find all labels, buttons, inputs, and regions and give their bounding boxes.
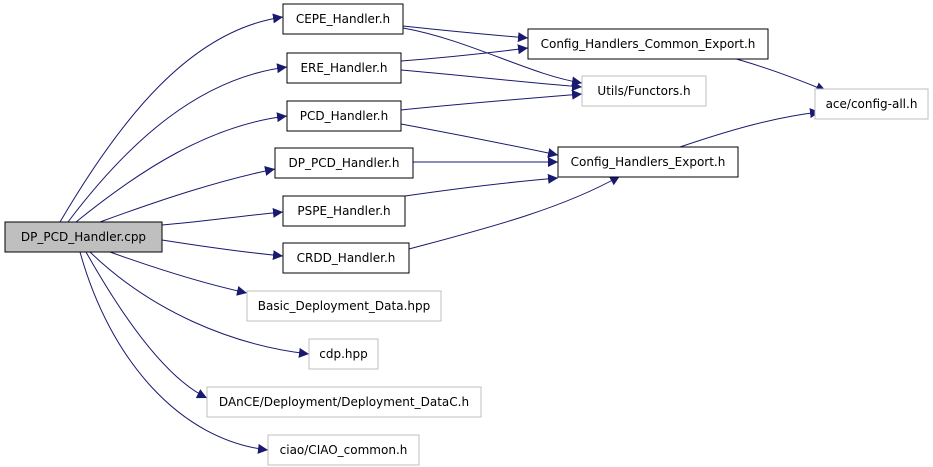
edge-cepe-to-cfgcommon xyxy=(402,25,529,43)
node-ciao-label: ciao/CIAO_common.h xyxy=(280,443,408,457)
node-cfgexport-label: Config_Handlers_Export.h xyxy=(571,155,726,169)
node-config-handlers-export[interactable]: Config_Handlers_Export.h xyxy=(557,146,739,178)
node-pspe[interactable]: PSPE_Handler.h xyxy=(282,195,406,227)
node-ere-label: ERE_Handler.h xyxy=(300,61,387,75)
edge-pspe-to-cfgexport xyxy=(404,173,559,197)
edge-ere-to-cfgcommon xyxy=(400,44,529,62)
node-cdp-label: cdp.hpp xyxy=(319,347,368,361)
node-crdd-label: CRDD_Handler.h xyxy=(297,251,396,265)
edge-cfgexport-to-ace xyxy=(679,108,821,148)
node-crdd[interactable]: CRDD_Handler.h xyxy=(282,242,410,274)
node-basic-label: Basic_Deployment_Data.hpp xyxy=(258,299,430,313)
edge-cepe-to-utils xyxy=(402,27,583,87)
edge-root-to-ere xyxy=(67,63,288,223)
node-ace-config-all[interactable]: ace/config-all.h xyxy=(814,88,929,120)
node-ere[interactable]: ERE_Handler.h xyxy=(286,52,402,84)
node-config-handlers-common-export[interactable]: Config_Handlers_Common_Export.h xyxy=(527,28,769,60)
edge-root-to-cdp xyxy=(89,251,310,358)
node-pcd-label: PCD_Handler.h xyxy=(300,109,388,123)
node-root-label: DP_PCD_Handler.cpp xyxy=(21,230,146,244)
edge-root-to-pspe xyxy=(161,207,284,226)
node-dance-deployment-datac[interactable]: DAnCE/Deployment/Deployment_DataC.h xyxy=(206,386,482,418)
node-cdp[interactable]: cdp.hpp xyxy=(308,338,379,370)
node-ciao-common[interactable]: ciao/CIAO_common.h xyxy=(267,434,420,466)
node-pcd[interactable]: PCD_Handler.h xyxy=(286,100,402,132)
edge-root-to-pcd xyxy=(75,112,288,223)
edge-pcd-to-utils xyxy=(400,89,583,111)
edge-pcd-to-cfgexport xyxy=(400,123,559,158)
node-dppcd[interactable]: DP_PCD_Handler.h xyxy=(274,147,414,179)
node-pspe-label: PSPE_Handler.h xyxy=(297,204,390,218)
edge-root-to-cepe xyxy=(59,13,284,223)
edge-root-to-basic xyxy=(109,251,248,296)
edge-cfgcommon-to-ace xyxy=(721,54,827,92)
node-root[interactable]: DP_PCD_Handler.cpp xyxy=(4,221,163,253)
node-basic-deployment-data[interactable]: Basic_Deployment_Data.hpp xyxy=(246,290,442,322)
node-ace-label: ace/config-all.h xyxy=(826,97,918,111)
edge-root-to-ciao xyxy=(79,251,269,454)
node-dance-label: DAnCE/Deployment/Deployment_DataC.h xyxy=(219,395,469,409)
node-utils-label: Utils/Functors.h xyxy=(597,84,690,98)
edge-ere-to-utils xyxy=(400,69,583,92)
edge-root-to-crdd xyxy=(161,239,284,261)
edges xyxy=(59,13,827,454)
edge-crdd-to-cfgexport xyxy=(408,175,621,250)
node-cfgcommon-label: Config_Handlers_Common_Export.h xyxy=(541,37,756,51)
node-cepe[interactable]: CEPE_Handler.h xyxy=(282,3,404,35)
edge-root-to-dppcd xyxy=(99,166,276,223)
node-utils-functors[interactable]: Utils/Functors.h xyxy=(581,75,707,107)
edge-root-to-dance xyxy=(85,251,208,399)
node-dppcd-label: DP_PCD_Handler.h xyxy=(289,156,400,170)
node-cepe-label: CEPE_Handler.h xyxy=(296,12,390,26)
